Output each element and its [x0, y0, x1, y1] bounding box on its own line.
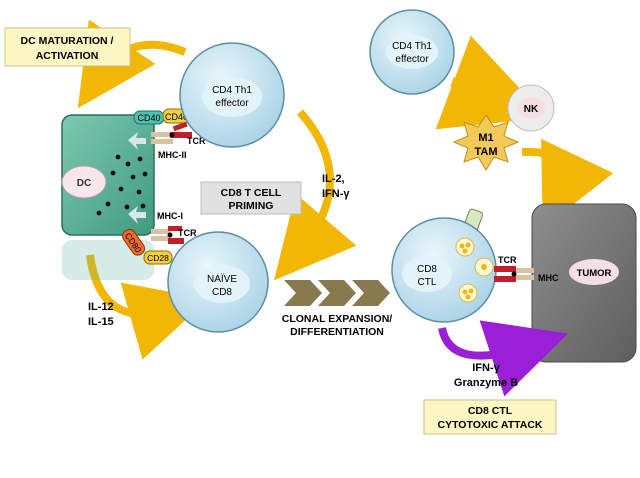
arrow-il2-ifng	[273, 109, 357, 281]
granule-3	[458, 283, 478, 303]
ctl-line1: CD8	[417, 264, 437, 275]
ctl-line2: CTL	[418, 277, 437, 288]
dc-cell: DC	[61, 114, 155, 280]
cd40l-label: CD40L	[165, 112, 193, 122]
il15-line: IL-15	[88, 316, 114, 328]
il2-ifng-label: IL-2, IFN-γ	[322, 173, 350, 200]
cd8-priming-box: CD8 T CELL PRIMING	[200, 181, 302, 215]
arrow-ifng-granzyme	[438, 320, 569, 397]
cd8-priming-line2: PRIMING	[229, 200, 274, 212]
m1-line: M1	[478, 132, 493, 144]
naive-cd8-cell: NAÏVE CD8	[167, 231, 269, 333]
clonal-line2: DIFFERENTIATION	[290, 326, 384, 338]
cd4-right-line1: CD4 Th1	[392, 41, 432, 52]
ifng-granzyme-label: IFN-γ Granzyme B	[454, 362, 518, 389]
arrow-il12-il15	[86, 254, 209, 360]
tcr-mid-label: TCR	[178, 228, 197, 238]
granule-1	[455, 237, 475, 257]
naive-line2: CD8	[212, 287, 232, 298]
tcr-top-label: TCR	[187, 136, 206, 146]
granzyme-line: Granzyme B	[454, 377, 518, 389]
clonal-line1: CLONAL EXPANSION/	[282, 313, 393, 325]
naive-line1: NAÏVE	[207, 273, 237, 285]
tam-line: TAM	[474, 146, 497, 158]
m1-tam-cell: M1 TAM	[452, 114, 520, 171]
mhc-i-label: MHC-I	[157, 211, 183, 221]
tumor-label: TUMOR	[577, 268, 612, 279]
ctl-attack-box: CD8 CTL CYTOTOXIC ATTACK	[423, 399, 557, 435]
dc-arrow-up	[128, 132, 146, 150]
mhc-right-label: MHC	[538, 273, 559, 283]
clonal-label: CLONAL EXPANSION/ DIFFERENTIATION	[282, 313, 393, 338]
ctl-attack-line2: CYTOTOXIC ATTACK	[438, 419, 543, 431]
dc-arrow-down	[128, 206, 146, 224]
cd4-left-line1: CD4 Th1	[212, 85, 252, 96]
tumor-cell: TUMOR MHC	[516, 203, 637, 363]
cd8-priming-line1: CD8 T CELL	[221, 187, 282, 199]
dc-maturation-box: DC MATURATION / ACTIVATION	[4, 27, 131, 67]
cd4-left-line2: effector	[215, 98, 249, 109]
cd4-right-line2: effector	[395, 54, 429, 65]
dc-nucleus	[61, 165, 107, 199]
cd4-th1-right-cell: CD4 Th1 effector	[369, 9, 455, 95]
il2-line1: IL-2,	[322, 173, 345, 185]
ctl-attack-line1: CD8 CTL	[468, 405, 513, 417]
dc-maturation-line1: DC MATURATION /	[21, 35, 114, 47]
granule-2	[474, 257, 494, 277]
dc-maturation-line2: ACTIVATION	[36, 50, 99, 62]
clonal-chevrons	[284, 280, 390, 306]
arrow-cd4-to-nk	[435, 35, 547, 130]
ifng-line: IFN-γ	[472, 362, 500, 374]
il2-line2: IFN-γ	[322, 188, 350, 200]
cd28-label: CD28	[147, 253, 169, 263]
il12-il15-label: IL-12 IL-15	[88, 301, 114, 328]
dc-label: DC	[77, 178, 91, 189]
tcr-right-label: TCR	[498, 255, 517, 265]
mhc-ii-label: MHC-II	[158, 150, 187, 160]
cd8-ctl-cell: CD8 CTL TCR	[391, 208, 517, 323]
cd40-label: CD40	[137, 113, 160, 123]
arrow-tam-to-tumor	[521, 138, 614, 229]
nk-label: NK	[524, 104, 539, 115]
nk-cell: NK	[507, 84, 555, 132]
dc-granules	[96, 154, 148, 216]
tcr-mhcii-pair: TCR MHC-II	[151, 121, 206, 160]
il12-line: IL-12	[88, 301, 114, 313]
cd4-th1-left-cell: CD4 Th1 effector	[179, 42, 285, 148]
